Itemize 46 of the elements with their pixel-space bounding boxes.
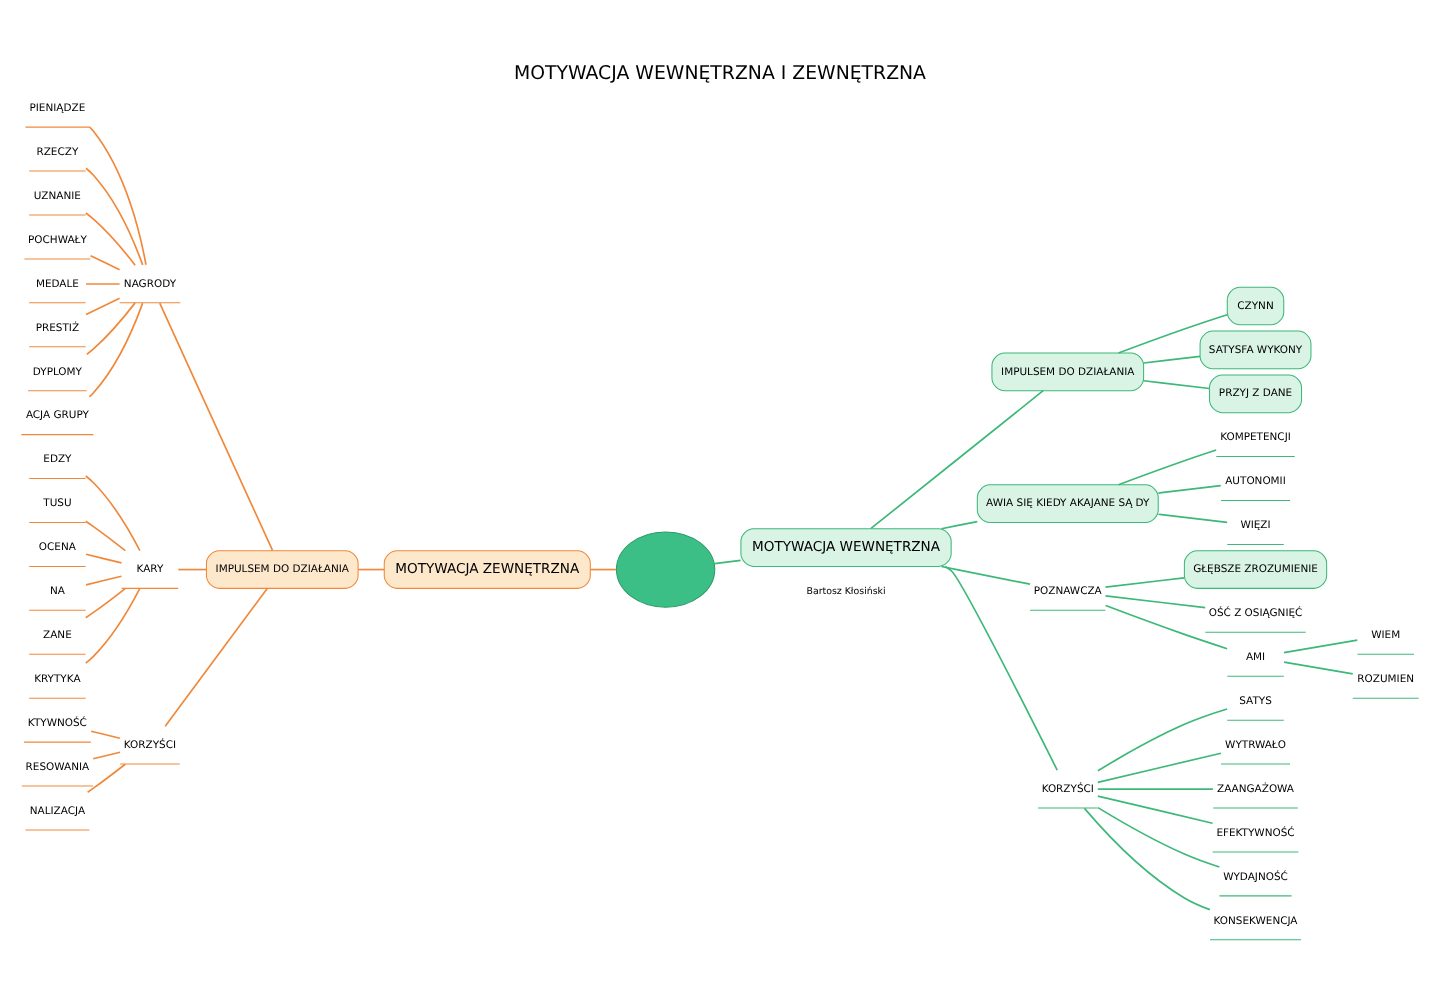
connector: [85, 575, 123, 586]
connector: [1117, 313, 1228, 354]
connector: [158, 302, 274, 552]
connector: [1283, 639, 1359, 654]
connector: [84, 212, 136, 266]
connector: [1157, 484, 1222, 494]
connector: [85, 553, 123, 564]
connector: [89, 254, 121, 271]
connector: [84, 520, 127, 552]
connector: [1104, 577, 1185, 588]
connector: [1142, 379, 1211, 390]
connector: [177, 568, 208, 571]
connector: [940, 520, 979, 530]
connector: [1097, 788, 1214, 791]
connector: [1117, 449, 1218, 486]
connector: [88, 302, 144, 398]
connector: [84, 587, 141, 664]
diagram-title: MOTYWACJA WEWNĘTRZNA I ZEWNĘTRZNA: [513, 63, 927, 86]
connector: [1097, 708, 1228, 772]
connector: [92, 751, 121, 760]
connector: [86, 302, 136, 356]
connector: [164, 587, 269, 727]
connector: [1142, 355, 1201, 364]
connector: [86, 763, 127, 794]
connector: [1083, 807, 1211, 911]
node-cloud: [615, 531, 716, 608]
connector: [713, 559, 742, 565]
connector: [84, 475, 141, 552]
connector: [85, 297, 121, 316]
connector: [940, 565, 1031, 585]
connector: [85, 283, 121, 285]
connector: [1157, 513, 1228, 524]
connector: [870, 389, 1044, 530]
connector: [90, 730, 121, 740]
connector: [944, 565, 1059, 771]
connector: [88, 125, 147, 266]
connector: [357, 568, 386, 571]
connector: [1097, 752, 1222, 784]
connector: [1097, 806, 1221, 868]
connector: [1104, 604, 1228, 650]
connector: [85, 167, 144, 266]
connector: [84, 587, 127, 619]
connector: [1283, 661, 1354, 675]
connector: [1097, 795, 1214, 825]
connector: [589, 568, 618, 571]
connector: [1104, 595, 1207, 609]
